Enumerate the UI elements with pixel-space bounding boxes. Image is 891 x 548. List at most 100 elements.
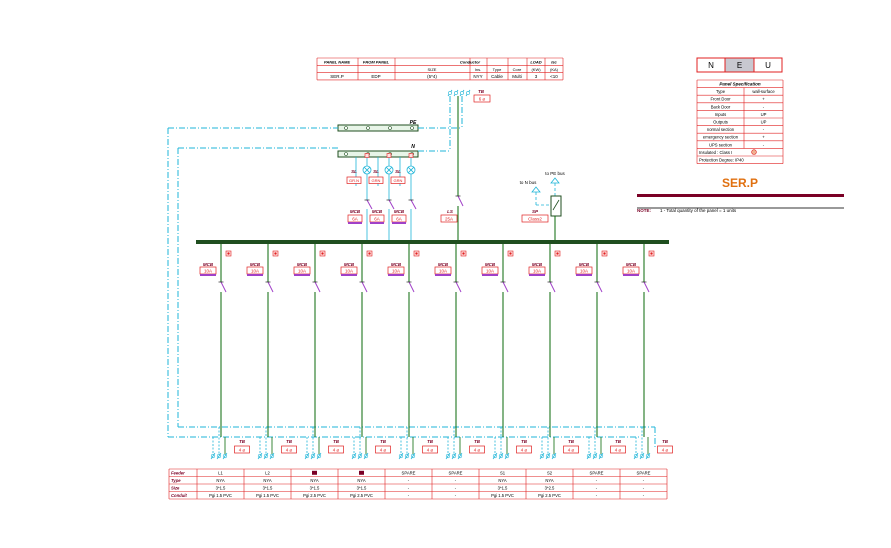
aux-mcb-rating: 6A — [352, 217, 358, 222]
spec-protection: Protection Degree: IP40 — [699, 158, 744, 163]
outgoing-mcb-underbar — [623, 274, 639, 276]
feeder-cell: - — [596, 486, 598, 491]
header-isc-value: <10 — [550, 74, 558, 79]
feeder-cell: Pgi 1.5 PVC — [256, 493, 279, 498]
outgoing-tb-box — [328, 445, 344, 454]
outgoing-tb-label: TB — [333, 439, 340, 444]
mcb-trip-dot — [603, 252, 606, 255]
outgoing-tb-value: 4 ⌀ — [568, 448, 575, 453]
outgoing-terminal-slash — [545, 452, 551, 460]
header-core-value: Multi — [512, 74, 522, 79]
neu-u-box — [753, 57, 783, 73]
sp-label: SP — [532, 209, 539, 214]
outgoing-mcb-rating: 10A — [627, 269, 635, 274]
feeder-cell: - — [455, 478, 457, 483]
panel-title: SER.P — [722, 176, 758, 190]
outgoing-terminal-slash — [269, 452, 275, 460]
outgoing-terminal-slash — [586, 452, 592, 460]
outgoing-tb-box — [422, 445, 438, 454]
main-ls-box — [440, 214, 458, 223]
mcb-trip-dot — [462, 252, 465, 255]
aux-mcb-switch-blade — [366, 199, 373, 210]
spec-row-label: normal section — [707, 127, 735, 132]
header-type-label: Type — [493, 67, 502, 72]
header-load-label: LOAD — [530, 60, 541, 65]
outgoing-mcb-switch-blade — [408, 281, 415, 293]
feeder-cell: SPARE — [590, 471, 604, 476]
feeder-cell: L1 — [218, 471, 223, 476]
outgoing-mcb-underbar — [388, 274, 404, 276]
pe-bus-terminal — [410, 126, 414, 130]
outgoing-terminal-slash — [398, 452, 404, 460]
outgoing-tb-value: 4 ⌀ — [333, 448, 340, 453]
feeder-cell: Pgi 1.5 PVC — [209, 493, 232, 498]
outgoing-terminal-slash — [639, 452, 645, 460]
mcb-trip-dot — [415, 252, 418, 255]
feeder-head-cell — [170, 470, 196, 476]
outgoing-mcb-switch-blade — [455, 281, 462, 293]
main-ls-rating: 25A — [445, 217, 453, 222]
outgoing-terminal-slash — [504, 452, 510, 460]
header-ins-value: NYY — [473, 74, 482, 79]
outgoing-terminal-slash — [216, 452, 222, 460]
header-core-label: Core — [513, 67, 522, 72]
outgoing-mcb-rating: 10A — [580, 269, 588, 274]
signal-lamp-label: SL — [395, 169, 401, 174]
feeder-cell: - — [596, 493, 598, 498]
feeder-cell: L2 — [265, 471, 270, 476]
feeder-cell: - — [455, 486, 457, 491]
incoming-terminal-circle — [454, 91, 458, 95]
outgoing-terminal-slash — [363, 452, 369, 460]
feeder-cell: - — [408, 486, 410, 491]
outgoing-terminal-slash — [451, 452, 457, 460]
neu-e-label: E — [737, 61, 742, 70]
outgoing-terminal-slash — [263, 452, 269, 460]
outgoing-tb-value: 4 ⌀ — [286, 448, 293, 453]
incoming-terminal-circle — [460, 91, 464, 95]
outgoing-terminal-slash — [445, 452, 451, 460]
outgoing-mcb-rating: 10A — [533, 269, 541, 274]
outgoing-mcb-underbar — [435, 274, 451, 276]
outgoing-terminal-slash — [592, 452, 598, 460]
signal-lamp-cross — [363, 166, 371, 174]
signal-lamp-color-box — [346, 176, 362, 184]
outgoing-mcb-label: MCB — [250, 262, 261, 267]
outgoing-terminal-slash — [410, 452, 416, 460]
outgoing-mcb-label: MCB — [391, 262, 402, 267]
sp-n-arrow — [531, 186, 541, 193]
feeder-cell: NYA — [216, 478, 225, 483]
pe-busbar-label: PE — [410, 120, 417, 126]
feeder-cell: 3*1.5 — [263, 486, 273, 491]
outgoing-mcb-label: MCB — [485, 262, 496, 267]
feeder-head-label: Size — [171, 486, 180, 491]
aux-mcb-underbar — [370, 222, 384, 224]
outgoing-mcb-rating: 10A — [204, 269, 212, 274]
sp-to-pe-label: to PE bus — [545, 171, 565, 176]
outgoing-mcb-switch-blade — [549, 281, 556, 293]
outgoing-tb-label: TB — [380, 439, 387, 444]
outgoing-mcb-switch-blade — [361, 281, 368, 293]
feeder-cell: 3*2.5 — [545, 486, 555, 491]
aux-mcb-label: MCB — [350, 209, 361, 214]
signal-lamp-cross — [407, 166, 415, 174]
outgoing-mcb-label: MCB — [438, 262, 449, 267]
feeder-cell: S1 — [500, 471, 506, 476]
outgoing-mcb-underbar — [529, 274, 545, 276]
outgoing-tb-value: 4 ⌀ — [615, 448, 622, 453]
incoming-terminal-circle — [466, 91, 470, 95]
neu-n-label: N — [708, 61, 714, 70]
outgoing-terminal-slash — [210, 452, 216, 460]
feeder-head-cell — [170, 477, 196, 483]
feeder-cell: - — [408, 478, 410, 483]
spec-row-value: - — [763, 104, 765, 109]
lamp-indicator-box — [408, 153, 414, 158]
feeder-cell: SPARE — [402, 471, 416, 476]
outgoing-terminal-slash — [645, 452, 651, 460]
outgoing-terminal-slash — [357, 452, 363, 460]
incoming-tb-box — [473, 94, 491, 103]
feeder-cell: SPARE — [637, 471, 651, 476]
outgoing-tb-value: 4 ⌀ — [662, 448, 669, 453]
mcb-trip-dot — [274, 252, 277, 255]
main-ls-switch-blade — [457, 195, 464, 207]
